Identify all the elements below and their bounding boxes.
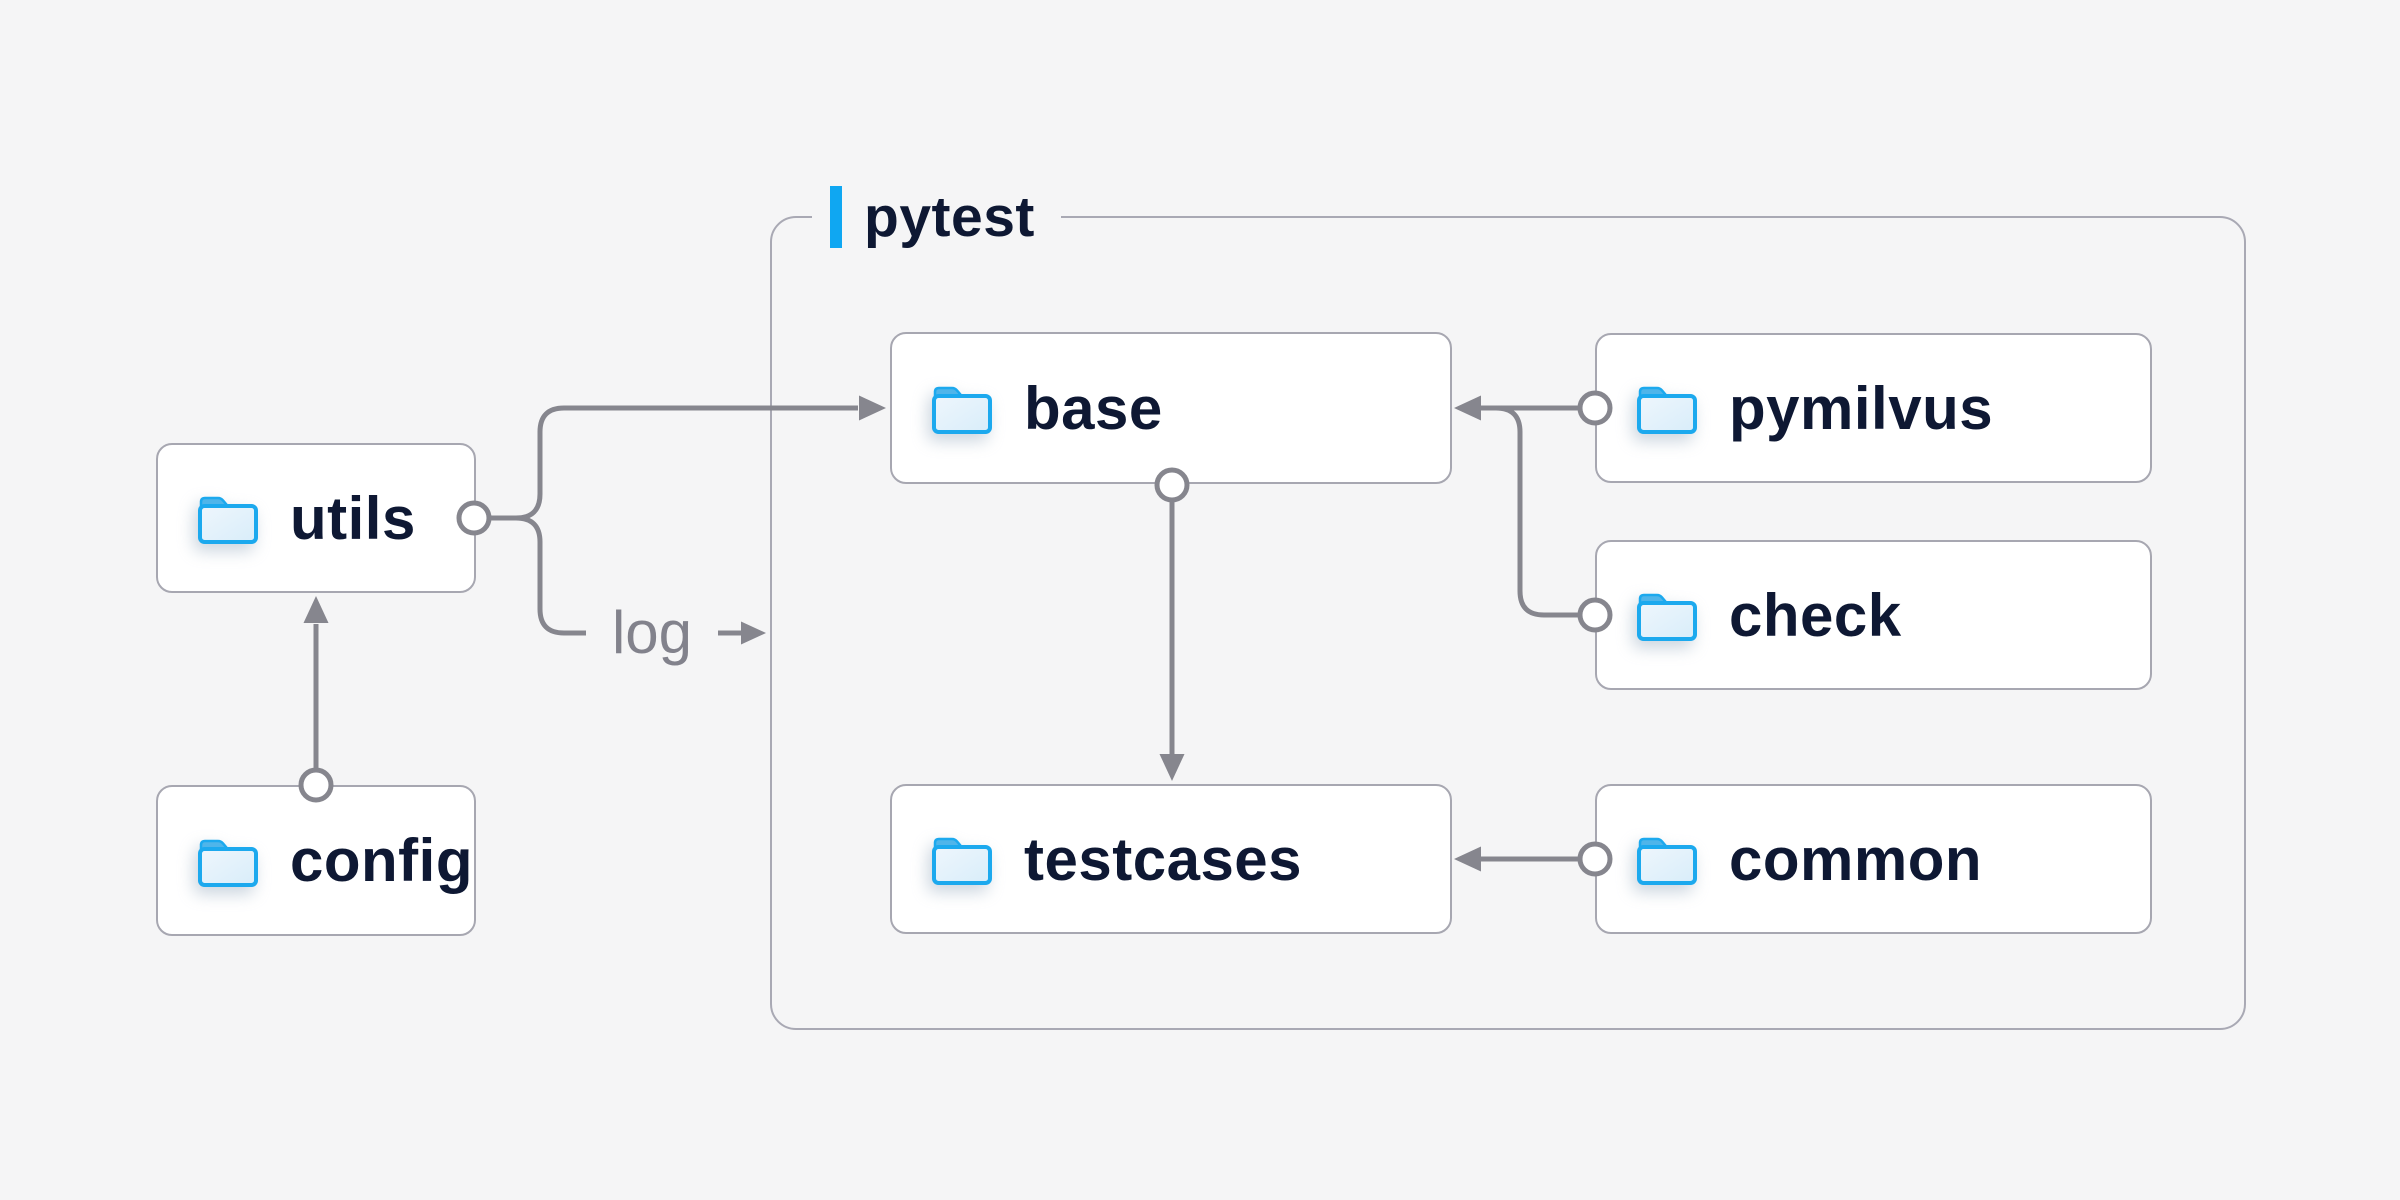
node-utils-label: utils (290, 484, 416, 552)
folder-icon (198, 839, 258, 887)
node-config: config (156, 785, 476, 936)
node-check-label: check (1729, 581, 1902, 649)
node-pymilvus-label: pymilvus (1729, 374, 1994, 442)
edge-label-log: log (611, 599, 693, 666)
node-testcases-label: testcases (1024, 825, 1303, 893)
folder-icon (1637, 593, 1697, 641)
node-testcases: testcases (890, 784, 1452, 934)
node-config-label: config (290, 827, 473, 894)
folder-icon (932, 386, 992, 434)
pytest-container-label: pytest (812, 185, 1061, 249)
folder-icon (1637, 837, 1697, 885)
pytest-container: pytest (770, 185, 2246, 1030)
node-base: base (890, 332, 1452, 484)
node-pymilvus: pymilvus (1595, 333, 2152, 483)
node-common: common (1595, 784, 2152, 934)
arrowhead-into-pytest (741, 621, 766, 645)
folder-icon (198, 496, 258, 544)
pytest-container-title: pytest (864, 185, 1035, 249)
node-check: check (1595, 540, 2152, 690)
folder-icon (932, 837, 992, 885)
arrowhead-into-utils (303, 596, 329, 623)
node-utils: utils (156, 443, 476, 593)
edge-utils-to-log (490, 515, 586, 636)
node-common-label: common (1729, 825, 1983, 893)
folder-icon (1637, 386, 1697, 434)
node-base-label: base (1024, 374, 1163, 442)
accent-bar (830, 186, 842, 248)
